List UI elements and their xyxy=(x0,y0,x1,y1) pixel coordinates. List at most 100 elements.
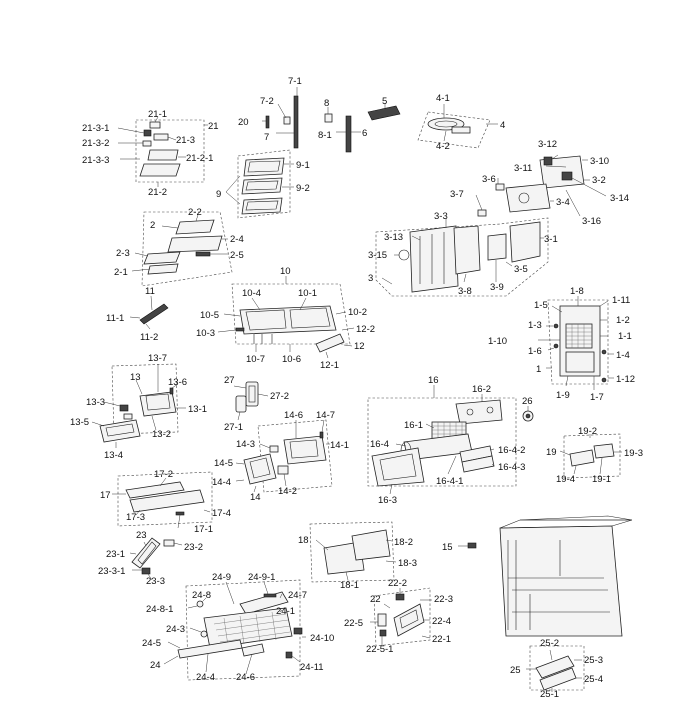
shelf-9-3 xyxy=(241,197,283,215)
part-group-21 xyxy=(117,116,208,187)
clip-14-3 xyxy=(269,445,279,453)
clip-13-5 xyxy=(123,413,133,420)
part-label-25: 25 xyxy=(510,665,521,676)
screw-1-4 xyxy=(601,349,607,355)
part-label-17-4: 17-4 xyxy=(212,508,231,519)
part-label-12-2: 12-2 xyxy=(356,324,375,335)
part-label-17-3: 17-3 xyxy=(126,512,145,523)
clip-24-11 xyxy=(285,651,293,659)
clip-15 xyxy=(467,542,477,549)
part-2-1 xyxy=(147,263,179,275)
part-label-10-2: 10-2 xyxy=(348,307,367,318)
part-group-23 xyxy=(129,537,183,581)
part-label-24-3: 24-3 xyxy=(166,624,185,635)
bin-13-1 xyxy=(139,391,177,417)
tray-21-2-1 xyxy=(147,149,179,161)
part-group-7 xyxy=(262,87,299,149)
rail-2-5 xyxy=(195,251,211,257)
clip-13-3 xyxy=(119,404,129,412)
part-label-8-1: 8-1 xyxy=(318,130,332,141)
part-label-3-5: 3-5 xyxy=(514,264,528,275)
part-label-17-2: 17-2 xyxy=(154,469,173,480)
clip-22-2 xyxy=(395,593,405,601)
clip-24-9-1 xyxy=(263,593,277,598)
part-label-10-6: 10-6 xyxy=(282,354,301,365)
part-3-12 xyxy=(543,156,553,166)
part-label-5: 5 xyxy=(382,96,387,107)
part-group-4 xyxy=(417,104,498,149)
screw-1-3 xyxy=(553,323,559,329)
clip-21-3 xyxy=(153,133,169,141)
pin-14-7 xyxy=(319,431,324,439)
part-label-14-2: 14-2 xyxy=(278,486,297,497)
part-label-19-1: 19-1 xyxy=(592,474,611,485)
filter-cover-5 xyxy=(367,105,401,121)
part-label-16-4-2: 16-4-2 xyxy=(498,445,525,456)
part-label-24-9-1: 24-9-1 xyxy=(248,572,275,583)
part-label-7-2: 7-2 xyxy=(260,96,274,107)
part-label-7-1: 7-1 xyxy=(288,76,302,87)
part-label-24-10: 24-10 xyxy=(310,633,334,644)
ring-3-15 xyxy=(398,249,410,261)
part-label-10: 10 xyxy=(280,266,291,277)
part-group-22 xyxy=(370,587,432,647)
part-label-13-2: 13-2 xyxy=(152,429,171,440)
bracket-22-1 xyxy=(393,603,425,637)
part-label-20: 20 xyxy=(238,117,249,128)
knob-24-8 xyxy=(196,600,204,608)
screw-1-12 xyxy=(601,377,607,383)
part-label-19-4: 19-4 xyxy=(556,474,575,485)
part-label-1-5: 1-5 xyxy=(534,300,548,311)
part-3-7 xyxy=(477,209,487,217)
part-label-4: 4 xyxy=(500,120,505,131)
part-label-23-3-1: 23-3-1 xyxy=(98,566,125,577)
rail-17-2 xyxy=(125,481,185,499)
part-label-1-12: 1-12 xyxy=(616,374,635,385)
part-group-8 xyxy=(324,103,401,153)
part-label-11-1: 11-1 xyxy=(106,313,124,324)
part-label-27-1: 27-1 xyxy=(224,422,243,433)
part-label-2-1: 2-1 xyxy=(114,267,128,278)
clip-21-1 xyxy=(149,121,161,129)
part-label-19-2: 19-2 xyxy=(578,426,597,437)
part-label-1-2: 1-2 xyxy=(616,315,630,326)
part-label-14-5: 14-5 xyxy=(214,458,233,469)
part-label-1-11: 1-11 xyxy=(612,295,630,306)
clip-22-5-1 xyxy=(379,629,387,637)
part-label-10-5: 10-5 xyxy=(200,310,219,321)
part-label-3-16: 3-16 xyxy=(582,216,601,227)
part-label-3-1: 3-1 xyxy=(544,234,558,245)
part-label-24: 24 xyxy=(150,660,161,671)
part-label-16: 16 xyxy=(428,375,439,386)
part-label-24-4: 24-4 xyxy=(196,672,215,683)
bin-14-1 xyxy=(283,435,327,465)
part-3-14 xyxy=(561,171,573,181)
clip-20 xyxy=(265,115,270,129)
part-label-10-4: 10-4 xyxy=(242,288,261,299)
part-label-7: 7 xyxy=(264,132,269,143)
part-label-3-2: 3-2 xyxy=(592,175,606,186)
part-label-27-2: 27-2 xyxy=(270,391,289,402)
part-label-13-1: 13-1 xyxy=(188,404,207,415)
clip-8 xyxy=(324,113,333,123)
part-label-3-6: 3-6 xyxy=(482,174,496,185)
part-label-12-1: 12-1 xyxy=(320,360,339,371)
part-label-19-3: 19-3 xyxy=(624,448,643,459)
part-label-2-2: 2-2 xyxy=(188,207,202,218)
part-group-27 xyxy=(233,381,269,421)
clip-24-10 xyxy=(293,627,303,635)
bracket-7-2 xyxy=(283,116,291,125)
part-label-1-6: 1-6 xyxy=(528,346,542,357)
strip-6 xyxy=(345,115,352,153)
dispenser-16-3 xyxy=(371,447,425,487)
part-label-21-3-3: 21-3-3 xyxy=(82,155,109,166)
screw-1-6 xyxy=(553,343,559,349)
cup-19-4 xyxy=(569,449,595,467)
cover-3-4 xyxy=(505,183,551,213)
part-label-3-12: 3-12 xyxy=(538,139,557,150)
drawer-grid xyxy=(213,611,291,647)
part-label-16-4: 16-4 xyxy=(370,439,389,450)
part-label-24-8-1: 24-8-1 xyxy=(146,604,173,615)
